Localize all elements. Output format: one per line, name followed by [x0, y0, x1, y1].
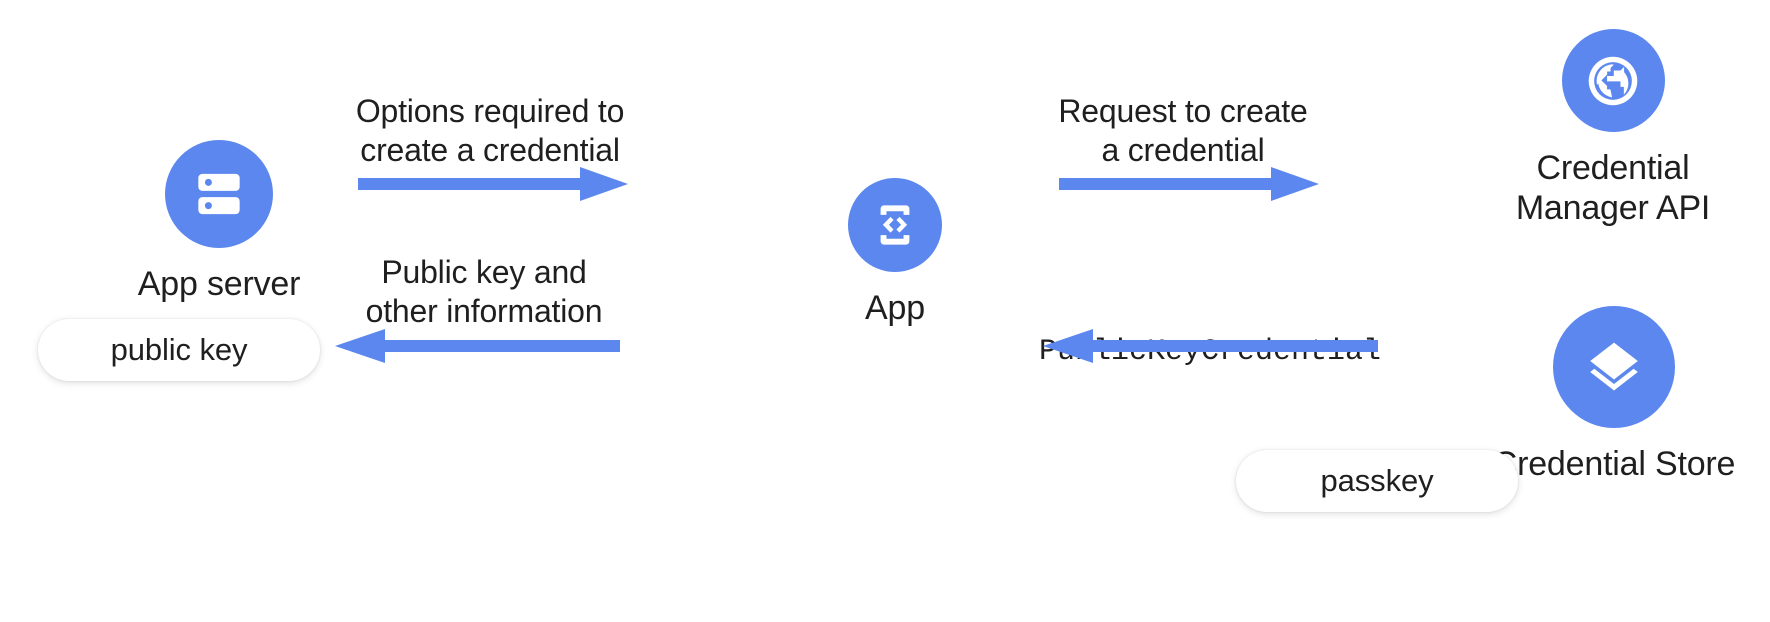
public-key-chip: public key: [38, 319, 320, 381]
passkey-chip: passkey: [1236, 450, 1518, 512]
arrow-label-request-to-create: Request to create a credential: [1058, 93, 1308, 169]
arrow-options-required: [358, 163, 630, 205]
arrow-request-to-create: [1059, 163, 1321, 205]
node-credential-manager-api: Credential Manager API: [1483, 29, 1743, 228]
node-label-credential-manager-api: Credential Manager API: [1515, 149, 1711, 228]
app-code-device-icon: [848, 178, 942, 272]
node-credential-store: Credential Store: [1489, 306, 1739, 484]
arrow-public-key-return: [330, 325, 620, 367]
arrow-label-public-key-return: Public key and other information: [365, 254, 603, 330]
layers-icon: [1553, 306, 1675, 428]
node-label-credential-store: Credential Store: [1492, 445, 1736, 483]
node-app-server: App server: [129, 140, 309, 304]
node-label-app-server: App server: [137, 265, 301, 303]
server-icon: [165, 140, 273, 248]
globe-icon: [1561, 29, 1665, 132]
passkey-chip-label: passkey: [1320, 463, 1434, 498]
arrow-label-options-required: Options required to create a credential: [355, 93, 625, 169]
node-app: App: [830, 178, 960, 328]
public-key-chip-label: public key: [110, 332, 248, 367]
node-label-app: App: [865, 289, 925, 327]
arrow-public-key-credential: [1038, 325, 1378, 367]
